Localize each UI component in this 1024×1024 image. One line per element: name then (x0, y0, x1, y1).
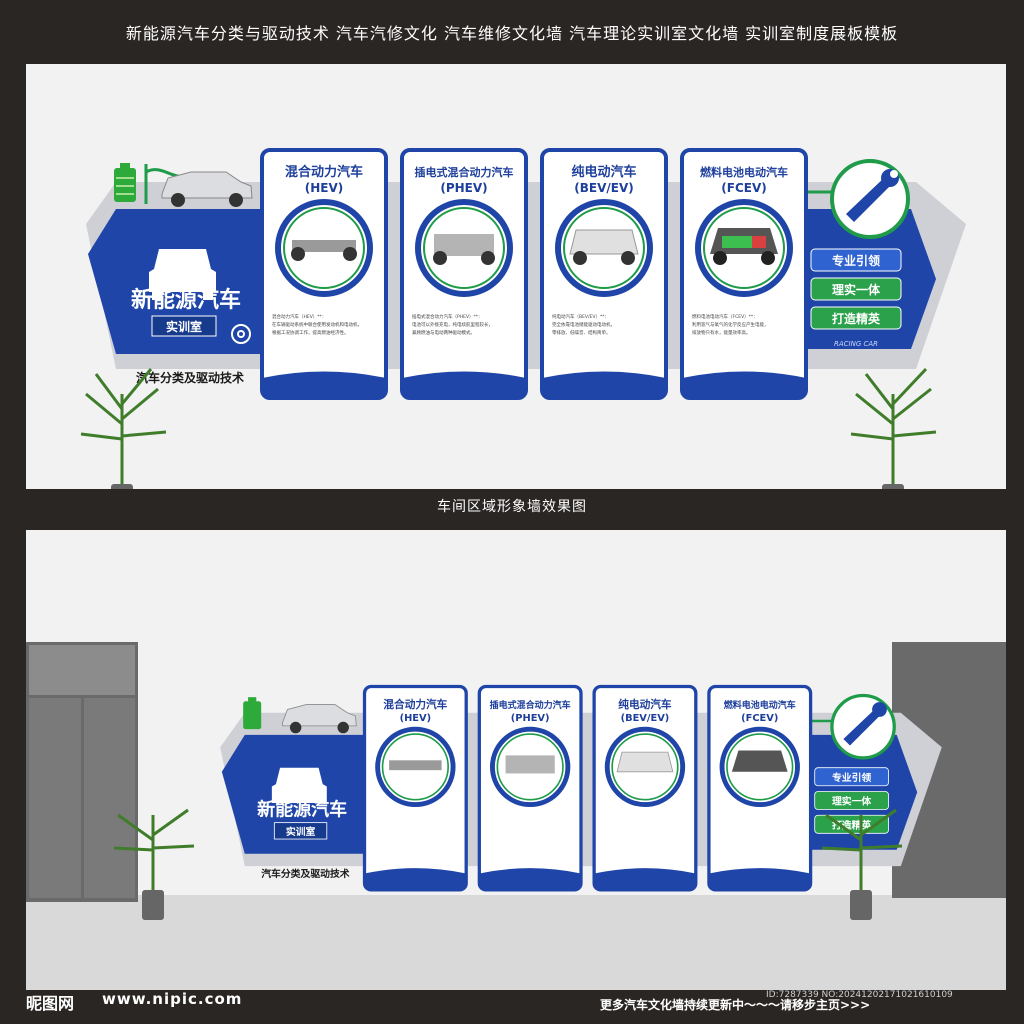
svg-text:理实一体: 理实一体 (832, 795, 871, 808)
panel-phev: 插电式混合动力汽车 (PHEV) (477, 684, 583, 892)
svg-text:混合动力汽车: 混合动力汽车 (285, 164, 363, 180)
panel-bev: 纯电动汽车 (BEV/EV) 纯电动汽车（BEV/EV）**： 完全依靠电池储能… (540, 148, 668, 400)
racing-tag: RACING CAR (834, 340, 878, 348)
svg-text:(PHEV): (PHEV) (440, 181, 487, 195)
svg-text:(HEV): (HEV) (305, 181, 344, 195)
culture-wall-bottom: 新能源汽车 实训室 汽车分类及驱动技术 专业引领 理实一体 打造精英 混合动力汽… (26, 642, 1006, 990)
door-left (26, 642, 138, 902)
svg-text:(BEV/EV): (BEV/EV) (574, 181, 633, 195)
banner-title: 新能源汽车分类与驱动技术 汽车汽修文化 汽车维修文化墙 汽车理论实训室文化墙 实… (125, 24, 899, 43)
svg-text:电池可以外接充电，纯电续航里程较长，: 电池可以外接充电，纯电续航里程较长， (412, 321, 493, 328)
subtitle-text: 汽车分类及驱动技术 (136, 370, 244, 385)
svg-text:(PHEV): (PHEV) (511, 713, 550, 724)
svg-text:插电式混合动力汽车: 插电式混合动力汽车 (490, 699, 571, 711)
brand-text: 新能源汽车 (257, 798, 347, 820)
svg-text:纯电动汽车（BEV/EV）**：: 纯电动汽车（BEV/EV）**： (552, 313, 609, 320)
svg-text:(HEV): (HEV) (400, 713, 432, 724)
svg-text:插电式混合动力汽车（PHEV）**：: 插电式混合动力汽车（PHEV）**： (412, 313, 483, 320)
hybrid-chassis-image (291, 240, 357, 261)
svg-text:兼顾燃油与电动两种驱动模式。: 兼顾燃油与电动两种驱动模式。 (412, 329, 475, 336)
potted-plant-left (113, 808, 195, 920)
culture-wall-top: 新能源汽车 实训室 汽车分类及驱动技术 专业引领 (80, 148, 966, 489)
car-front-icon (271, 767, 327, 803)
wall-scene-top: 新能源汽车 实训室 汽车分类及驱动技术 专业引领 (26, 64, 1006, 489)
room-label: 实训室 (286, 825, 316, 838)
svg-text:混合动力汽车: 混合动力汽车 (383, 698, 447, 711)
svg-text:专业引领: 专业引领 (832, 253, 880, 268)
more-link[interactable]: 更多汽车文化墙持续更新中～～～请移步主页>>> (600, 998, 871, 1012)
battery-icon (243, 697, 262, 730)
svg-text:燃料电池电动汽车: 燃料电池电动汽车 (724, 699, 796, 711)
svg-text:根据工况协调工作，提高燃油经济性。: 根据工况协调工作，提高燃油经济性。 (272, 329, 349, 336)
panel-fcev: 燃料电池电动汽车 (FCEV) (707, 684, 813, 892)
panel-hev: 混合动力汽车 (HEV) (362, 684, 468, 892)
svg-text:燃料电池电动汽车（FCEV）**：: 燃料电池电动汽车（FCEV）**： (692, 313, 758, 320)
fuel-cell-image (710, 228, 778, 265)
svg-text:打造精英: 打造精英 (832, 311, 881, 326)
slogan-2: 理实一体 (814, 791, 889, 810)
svg-text:混合动力汽车（HEV）**：: 混合动力汽车（HEV）**： (272, 313, 326, 320)
plugin-hybrid-image (433, 234, 495, 265)
brand-text: 新能源汽车 (131, 287, 241, 313)
svg-text:完全依靠电池储能驱动电动机，: 完全依靠电池储能驱动电动机， (552, 321, 615, 328)
svg-text:燃料电池电动汽车: 燃料电池电动汽车 (699, 165, 788, 179)
slogan-1: 专业引领 (814, 767, 889, 787)
svg-text:纯电动汽车: 纯电动汽车 (571, 164, 636, 180)
svg-text:在车辆驱动系统中联合使用发动机和电动机，: 在车辆驱动系统中联合使用发动机和电动机， (272, 321, 362, 328)
potted-plant-left (80, 368, 167, 489)
image-id-stamp: ID:7287339 NO:20241202171021610109 (766, 990, 953, 1000)
room-label: 实训室 (166, 319, 202, 334)
slogan-2: 理实一体 (810, 277, 902, 301)
slogan-3: 打造精英 (810, 306, 902, 330)
site-logo: 昵图网 (26, 994, 75, 1013)
suv-car-icon (282, 704, 357, 734)
wrench-icon (830, 693, 896, 760)
scene-caption: 车间区域形象墙效果图 (437, 499, 587, 515)
subtitle-text: 汽车分类及驱动技术 (261, 867, 350, 880)
panel-phev: 插电式混合动力汽车 (PHEV) 插电式混合动力汽车（PHEV）**： 电池可以… (400, 148, 528, 400)
potted-plant-right (850, 367, 937, 489)
svg-text:(BEV/EV): (BEV/EV) (621, 713, 670, 724)
wall-scene-bottom: 新能源汽车 实训室 汽车分类及驱动技术 专业引领 理实一体 打造精英 混合动力汽… (26, 530, 1006, 990)
svg-text:专业引领: 专业引领 (832, 771, 871, 784)
panel-hev: 混合动力汽车 (HEV) 混合动力汽车（HEV）**： 在车辆驱动系统中联合使用… (260, 148, 388, 400)
svg-text:插电式混合动力汽车: 插电式混合动力汽车 (415, 165, 514, 179)
svg-text:纯电动汽车: 纯电动汽车 (618, 698, 672, 711)
battery-ev-image (569, 229, 639, 265)
gear-icon (231, 324, 251, 344)
battery-icon (114, 163, 136, 202)
potted-plant-right (821, 808, 903, 920)
slogan-1: 专业引领 (810, 248, 902, 272)
panel-fcev: 燃料电池电动汽车 (FCEV) 燃料电池电动汽车（FCEV）**： 利用氢气与氧… (680, 148, 808, 400)
svg-text:理实一体: 理实一体 (832, 282, 881, 297)
site-url[interactable]: www.nipic.com (102, 990, 243, 1008)
svg-text:零排放、低噪音、结构简单。: 零排放、低噪音、结构简单。 (552, 329, 611, 336)
svg-text:(FCEV): (FCEV) (721, 181, 766, 195)
panel-bev: 纯电动汽车 (BEV/EV) (592, 684, 698, 892)
suv-car-icon (161, 171, 253, 207)
car-front-icon (149, 249, 216, 300)
svg-text:(FCEV): (FCEV) (741, 713, 778, 724)
svg-text:排放物只有水，能量效率高。: 排放物只有水，能量效率高。 (692, 329, 751, 336)
svg-text:利用氢气与氧气的化学反应产生电能，: 利用氢气与氧气的化学反应产生电能， (692, 321, 769, 328)
wrench-icon (830, 159, 910, 239)
